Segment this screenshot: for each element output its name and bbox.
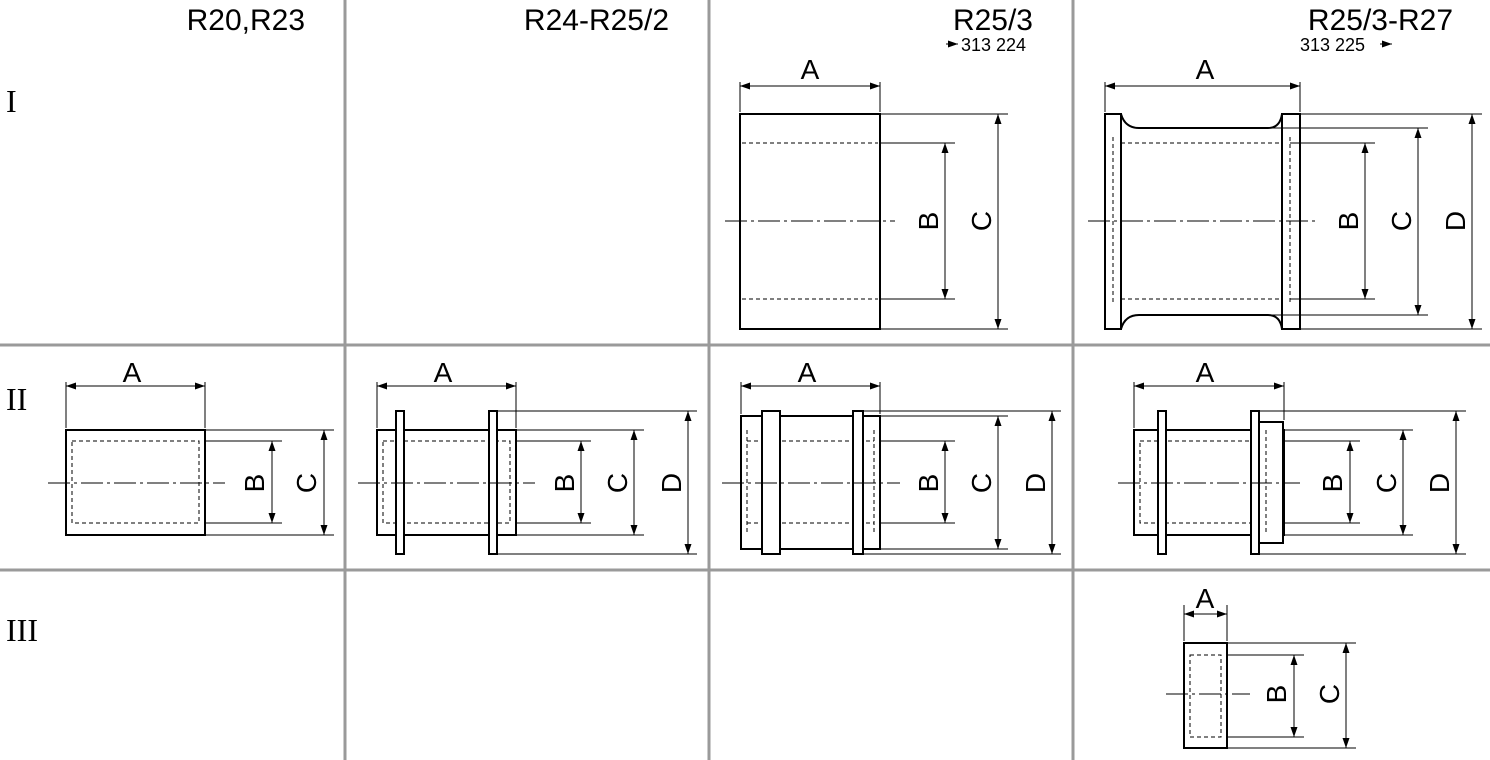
column-subtitle-r25-3: 313 224 <box>961 35 1026 55</box>
column-title-r24-r25-2: R24-R25/2 <box>524 4 669 37</box>
drawing-row3-r25-3-r27: A B C <box>1166 583 1356 749</box>
dimension-label-a: A <box>801 54 820 85</box>
dimension-label-a: A <box>1196 583 1215 614</box>
dimension-label-a: A <box>798 357 817 388</box>
drawing-row2-r20-r23: A B C <box>48 357 334 536</box>
drawing-row1-r25-3: A B C <box>725 54 1008 330</box>
column-title-r25-3-r27: R25/3-R27 <box>1308 4 1453 37</box>
dimension-label-a: A <box>1196 357 1215 388</box>
dimension-label-b: B <box>1261 685 1292 704</box>
dimension-label-c: C <box>966 211 997 231</box>
dimension-label-d: D <box>1424 473 1455 493</box>
row-label-i: I <box>6 83 17 119</box>
dimension-label-d: D <box>656 473 687 493</box>
dimension-label-c: C <box>291 473 322 493</box>
dimension-label-c: C <box>1314 684 1345 704</box>
dimension-label-c: C <box>1371 473 1402 493</box>
drawing-row2-r25-3-r27: A B C D <box>1118 357 1466 555</box>
dimension-label-b: B <box>913 474 944 493</box>
row-label-iii: III <box>6 612 38 648</box>
drawing-row2-r25-3: A B C D <box>722 357 1061 555</box>
drawing-row2-r24-r25-2: A B C D <box>358 357 697 555</box>
dimension-label-c: C <box>1386 211 1417 231</box>
dimension-label-b: B <box>1333 212 1364 231</box>
dimension-label-a: A <box>434 357 453 388</box>
column-title-r25-3: R25/3 <box>953 4 1033 37</box>
drawing-row1-r25-3-r27: A B C D <box>1088 54 1482 330</box>
dimension-label-b: B <box>549 474 580 493</box>
dimension-label-d: D <box>1440 211 1471 231</box>
dimension-label-a: A <box>123 357 142 388</box>
dimension-label-c: C <box>966 473 997 493</box>
dimension-label-d: D <box>1020 473 1051 493</box>
dimension-label-c: C <box>602 473 633 493</box>
column-title-r20-r23: R20,R23 <box>187 4 305 37</box>
column-subtitle-r25-3-r27: 313 225 <box>1300 35 1365 55</box>
row-label-ii: II <box>6 381 27 417</box>
dimension-label-b: B <box>913 212 944 231</box>
dimension-label-a: A <box>1196 54 1215 85</box>
dimension-label-b: B <box>239 474 270 493</box>
dimension-label-b: B <box>1317 474 1348 493</box>
